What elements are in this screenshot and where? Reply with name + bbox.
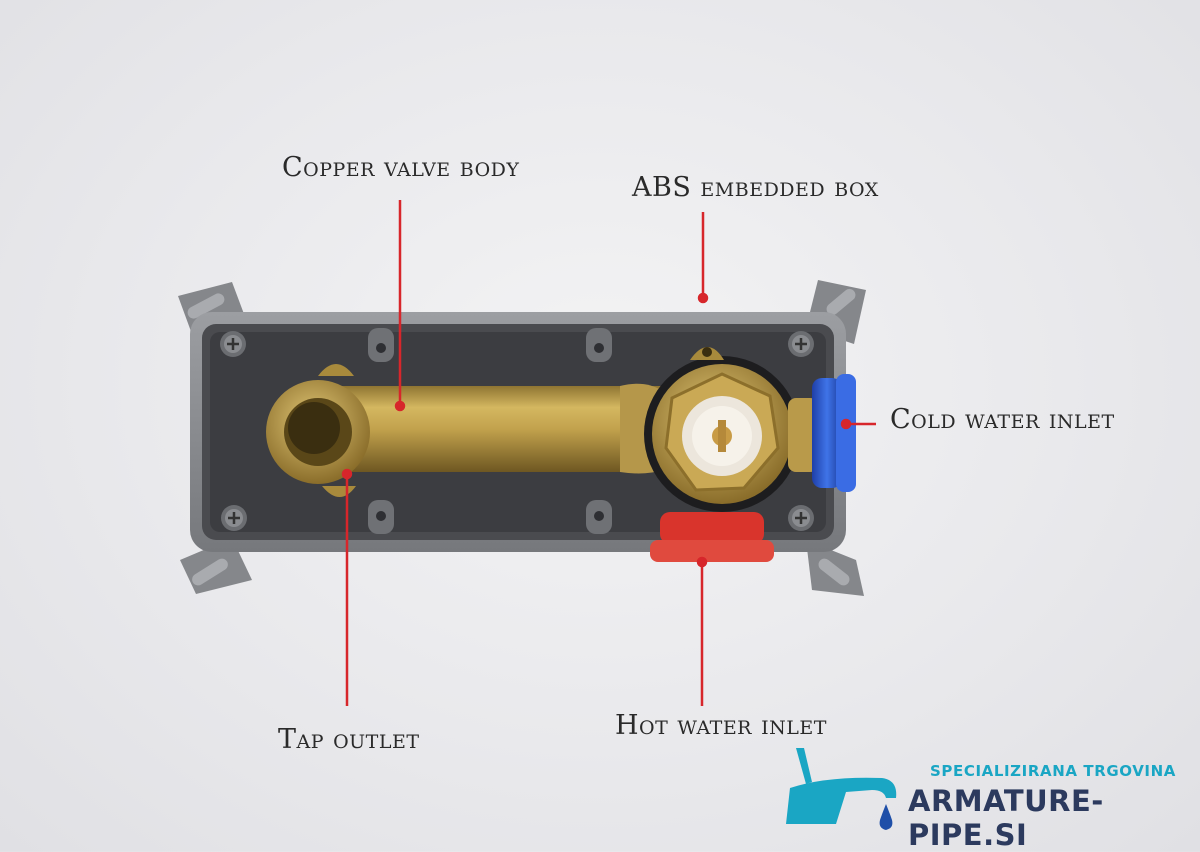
pointer-lines [341,200,876,706]
brand-tagline: SPECIALIZIRANA TRGOVINA [930,762,1176,780]
box-screws [220,331,814,531]
label-hot-water-inlet: Hot water inlet [615,710,827,741]
brand-name: ARMATURE-PIPE.SI [908,784,1104,852]
faucet-with-drop-icon [786,748,897,830]
label-cold-water-inlet: Cold water inlet [890,404,1115,435]
label-abs-embedded-box: ABS embedded box [632,172,879,203]
label-copper-valve-body: Copper valve body [282,152,520,183]
copper-valve-body [266,347,800,512]
label-tap-outlet: Tap outlet [278,724,420,755]
brand-logo: SPECIALIZIRANA TRGOVINA ARMATURE-PIPE.SI [782,744,1192,852]
cold-water-connector [788,374,856,492]
hot-water-connector [650,512,774,562]
